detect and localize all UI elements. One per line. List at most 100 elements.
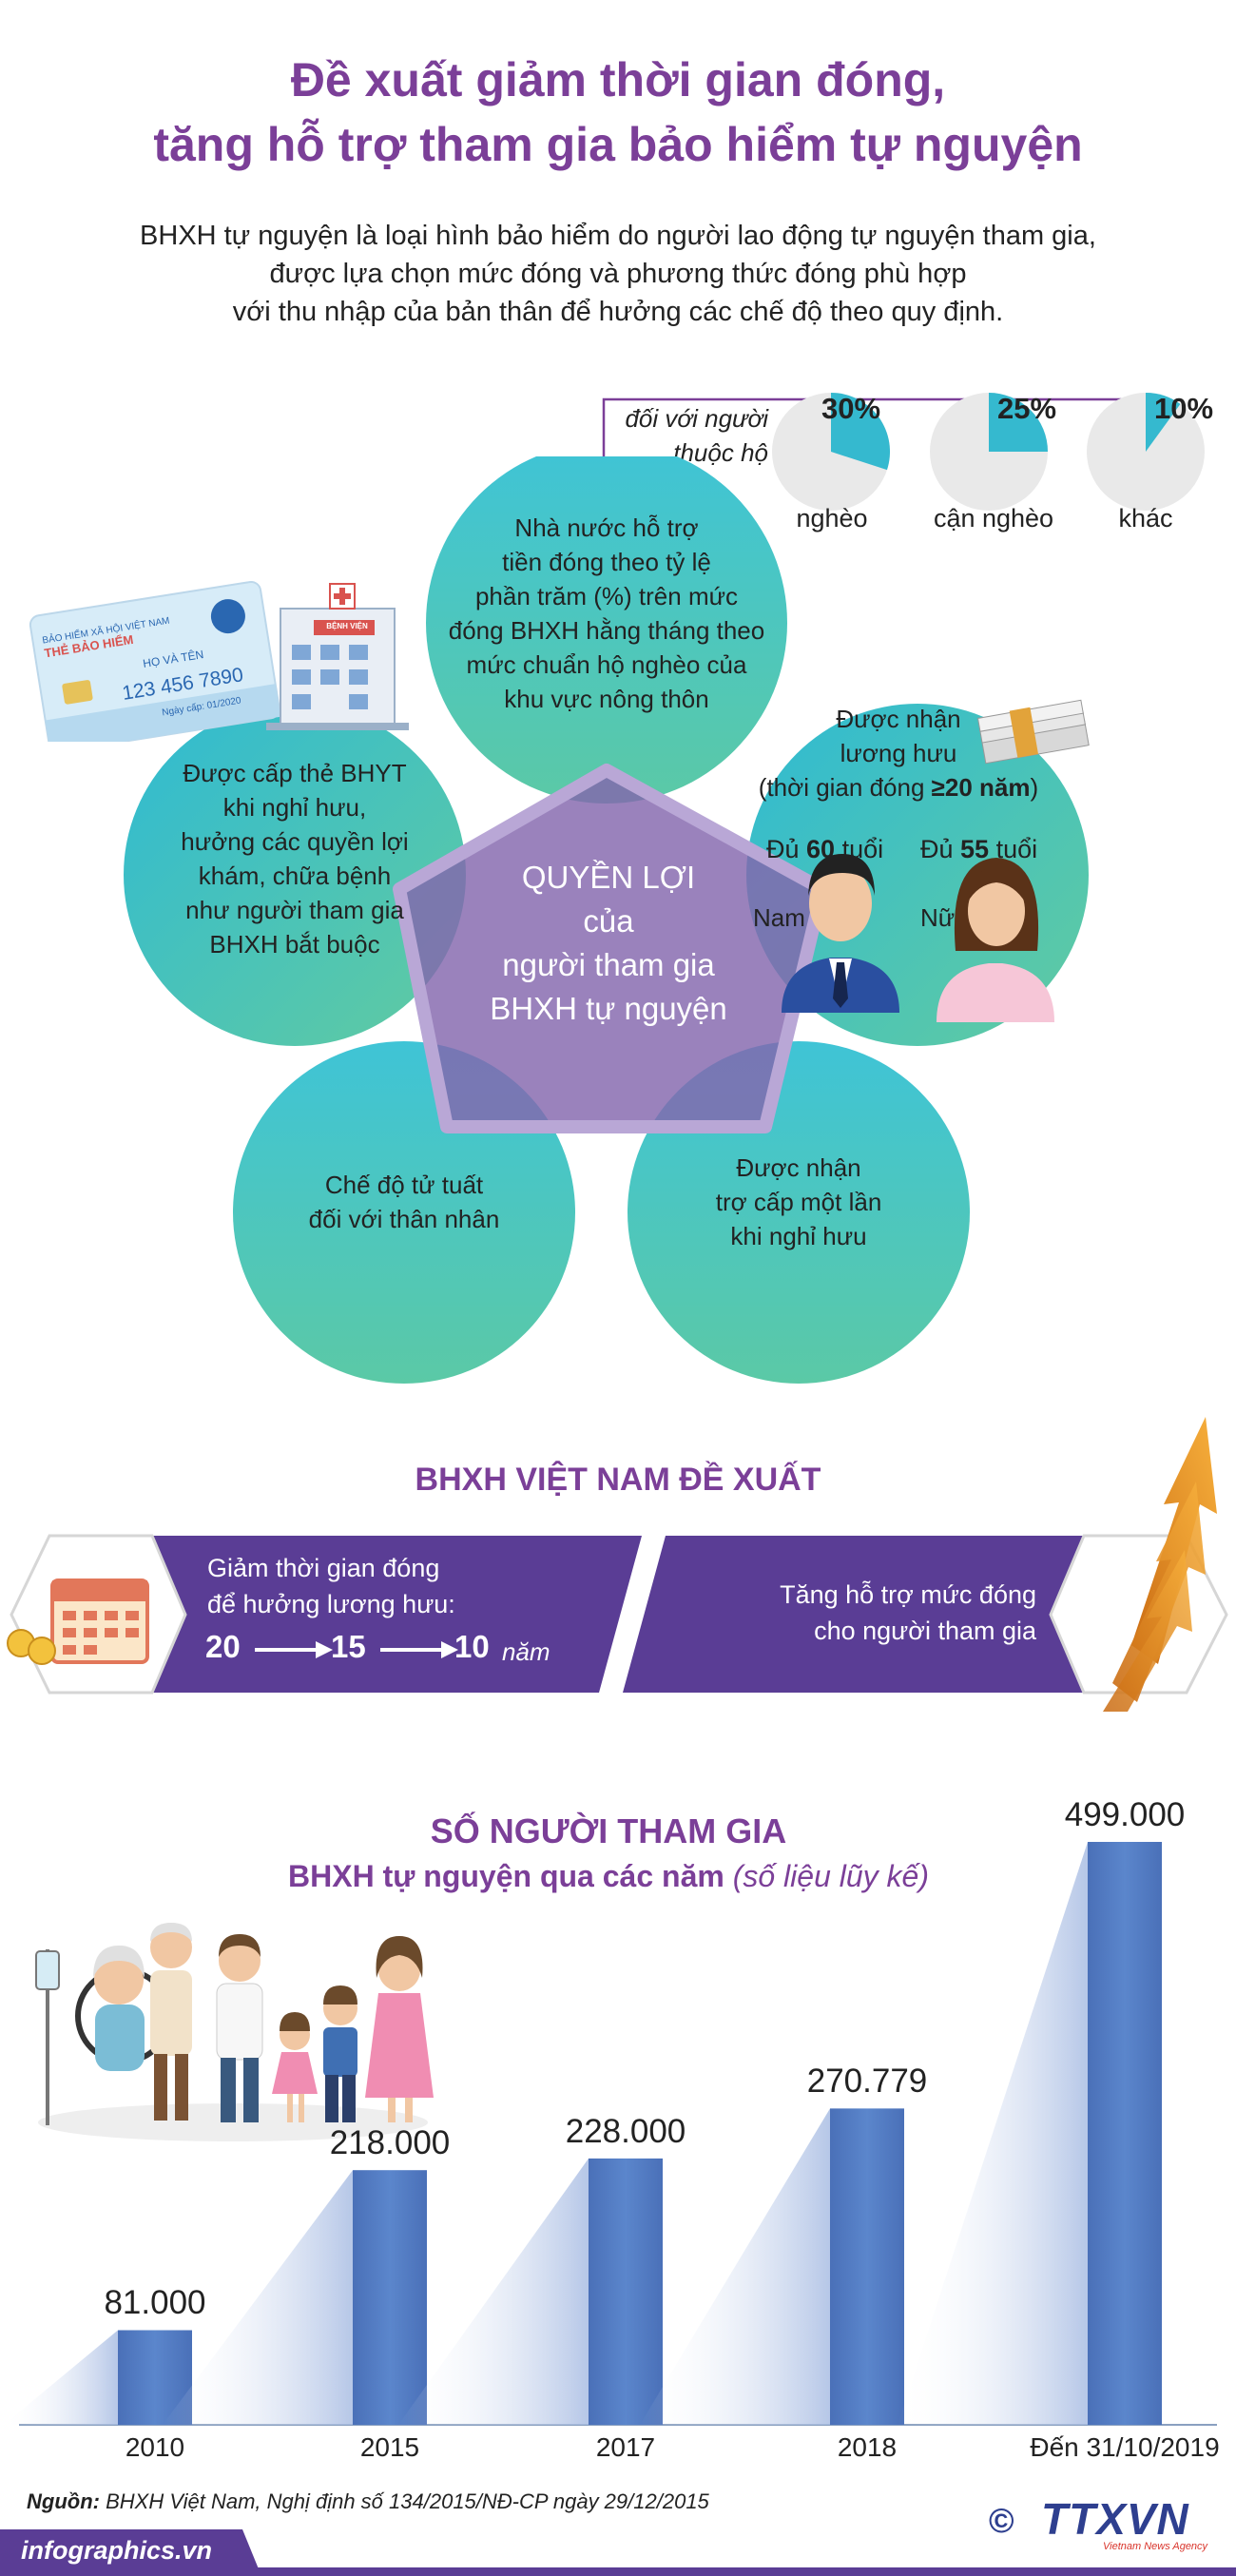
pie-label-other: khác (1118, 504, 1173, 533)
benefit-bottom-left-text: Chế độ tử tuất đối với thân nhân (257, 1168, 551, 1236)
benefit-line: lương hưu (840, 739, 957, 767)
bar-shadow (163, 2170, 353, 2425)
age-prefix: Đủ (920, 835, 961, 863)
intro-line: với thu nhập của bản thân để hưởng các c… (232, 297, 1004, 327)
benefit-line: Được nhận (836, 705, 961, 733)
benefit-line: Nhà nước hỗ trợ (514, 513, 699, 542)
proposal-line: để hưởng lương hưu: (207, 1590, 455, 1618)
male-age-text: Đủ 60 tuổi (766, 835, 883, 864)
bar-shadow (4, 2330, 118, 2425)
benefits-diagram (124, 456, 1089, 1384)
bar-2015 (353, 2170, 427, 2425)
benefit-text-bold: ≥20 năm (931, 773, 1031, 802)
proposal-banner (7, 1417, 1228, 1712)
benefit-left-text: Được cấp thẻ BHYT khi nghỉ hưu, hưởng cá… (152, 756, 437, 961)
participants-heading: SỐ NGƯỜI THAM GIA (430, 1811, 787, 1850)
page-title: Đề xuất giảm thời gian đóng, tăng hỗ trợ… (0, 48, 1236, 177)
bar-shadow (640, 2108, 830, 2425)
benefit-line: trợ cấp một lần (715, 1188, 882, 1216)
pie-slice (831, 393, 890, 471)
benefit-line: phần trăm (%) trên mức (474, 582, 739, 610)
bar-category-label: 2018 (837, 2432, 898, 2462)
benefit-line: BHXH bắt buộc (209, 930, 380, 959)
step-15: 15 (331, 1629, 366, 1664)
pie-slice (989, 393, 1048, 452)
calendar-icon (50, 1579, 149, 1664)
benefit-circle-left (124, 704, 466, 1046)
father-figure (216, 1934, 263, 2122)
boy-figure (323, 1985, 357, 2122)
hospital-sign: BỆNH VIỆN (326, 622, 368, 630)
benefit-line: khi nghỉ hưu, (222, 793, 367, 822)
center-line: QUYỀN LỢI (521, 860, 696, 895)
benefits-center-text: QUYỀN LỢI của người tham gia BHXH tự ngu… (428, 856, 789, 1031)
intro-line: được lựa chọn mức đóng và phương thức đó… (269, 259, 967, 289)
bar-shadow (898, 1842, 1088, 2425)
title-line-2: tăng hỗ trợ tham gia bảo hiểm tự nguyện (153, 118, 1083, 171)
benefit-right-text: Được nhận lương hưu (thời gian đóng ≥20 … (742, 702, 1055, 804)
intro-text: BHXH tự nguyện là loại hình bảo hiểm do … (76, 217, 1160, 331)
grandmother-figure (75, 1946, 172, 2071)
benefit-bottom-right-text: Được nhận trợ cấp một lần khi nghỉ hưu (647, 1151, 951, 1253)
money-stack-icon (976, 699, 1090, 765)
bar-value-label: 499.000 (1064, 1796, 1186, 1833)
benefit-line: đối với thân nhân (308, 1205, 500, 1233)
title-line-1: Đề xuất giảm thời gian đóng, (290, 53, 946, 107)
benefit-pentagon (393, 764, 829, 1133)
female-label: Nữ (920, 903, 956, 932)
step-20: 20 (205, 1629, 241, 1664)
support-label: đối với người thuộc hộ (599, 401, 768, 470)
participants-subheading-main: BHXH tự nguyện qua các năm (288, 1859, 724, 1893)
center-line: người tham gia (502, 947, 715, 982)
bar-category-label: 2015 (359, 2432, 420, 2462)
source-text: BHXH Việt Nam, Nghị định số 134/2015/NĐ-… (99, 2489, 709, 2513)
footer-website[interactable]: infographics.vn (21, 2536, 213, 2565)
agency-logo: TTXVN (1041, 2494, 1189, 2544)
male-label: Nam (753, 903, 805, 932)
participants-bar-chart (4, 1842, 1217, 2426)
proposal-line: cho người tham gia (814, 1617, 1036, 1645)
age-value: 55 (960, 835, 990, 863)
girl-figure (272, 2012, 318, 2122)
proposal-line: Giảm thời gian đóng (207, 1554, 440, 1582)
female-age-text: Đủ 55 tuổi (920, 835, 1037, 864)
age-value: 60 (806, 835, 836, 863)
proposal-heading: BHXH VIỆT NAM ĐỀ XUẤT (415, 1462, 821, 1498)
intro-line: BHXH tự nguyện là loại hình bảo hiểm do … (140, 221, 1096, 251)
benefit-line: khu vực nông thôn (504, 685, 709, 713)
proposal-left-text: Giảm thời gian đóng để hưởng lương hưu: (207, 1550, 455, 1622)
benefit-line: Được cấp thẻ BHYT (183, 759, 407, 787)
benefit-top-text: Nhà nước hỗ trợ tiền đóng theo tỷ lệ phầ… (426, 511, 787, 716)
pie-label-poor: nghèo (796, 504, 868, 533)
pie-percent-near-poor: 25% (996, 392, 1057, 425)
benefit-circle-top (426, 456, 787, 804)
coin-icon (7, 1629, 56, 1665)
source-label: Nguồn: (27, 2489, 100, 2513)
bar-value-label: 270.779 (806, 2063, 928, 2101)
insurance-card-illustration (29, 580, 409, 742)
bar-2018 (830, 2108, 904, 2425)
agency-subtitle: Vietnam News Agency (1103, 2541, 1208, 2552)
female-avatar-icon (937, 858, 1054, 1022)
proposal-right-banner (623, 1536, 1084, 1693)
proposal-line: Tăng hỗ trợ mức đóng (780, 1580, 1036, 1609)
age-prefix: Đủ (766, 835, 807, 863)
participants-subheading: BHXH tự nguyện qua các năm (số liệu lũy … (190, 1859, 1027, 1894)
mother-figure (365, 1936, 434, 2122)
benefit-line: Chế độ tử tuất (324, 1171, 484, 1199)
support-label-line: đối với người (625, 404, 768, 433)
benefit-line: khám, chữa bệnh (198, 862, 392, 890)
pie-percent-other: 10% (1153, 392, 1214, 425)
step-unit: năm (502, 1637, 550, 1666)
grandfather-figure (150, 1923, 192, 2121)
bar-category-label: Đến 31/10/2019 (1030, 2432, 1220, 2462)
center-line: của (583, 903, 634, 939)
participants-subheading-note: (số liệu lũy kế) (732, 1859, 929, 1893)
growth-arrow-icon (1103, 1417, 1217, 1712)
pie-percent-poor: 30% (821, 392, 881, 425)
support-pie-charts (772, 393, 1205, 511)
benefit-text-part: ) (1030, 773, 1039, 802)
benefit-line: Được nhận (736, 1153, 861, 1182)
proposal-right-text: Tăng hỗ trợ mức đóng cho người tham gia (723, 1577, 1036, 1649)
pie-label-near-poor: cận nghèo (933, 504, 1054, 533)
